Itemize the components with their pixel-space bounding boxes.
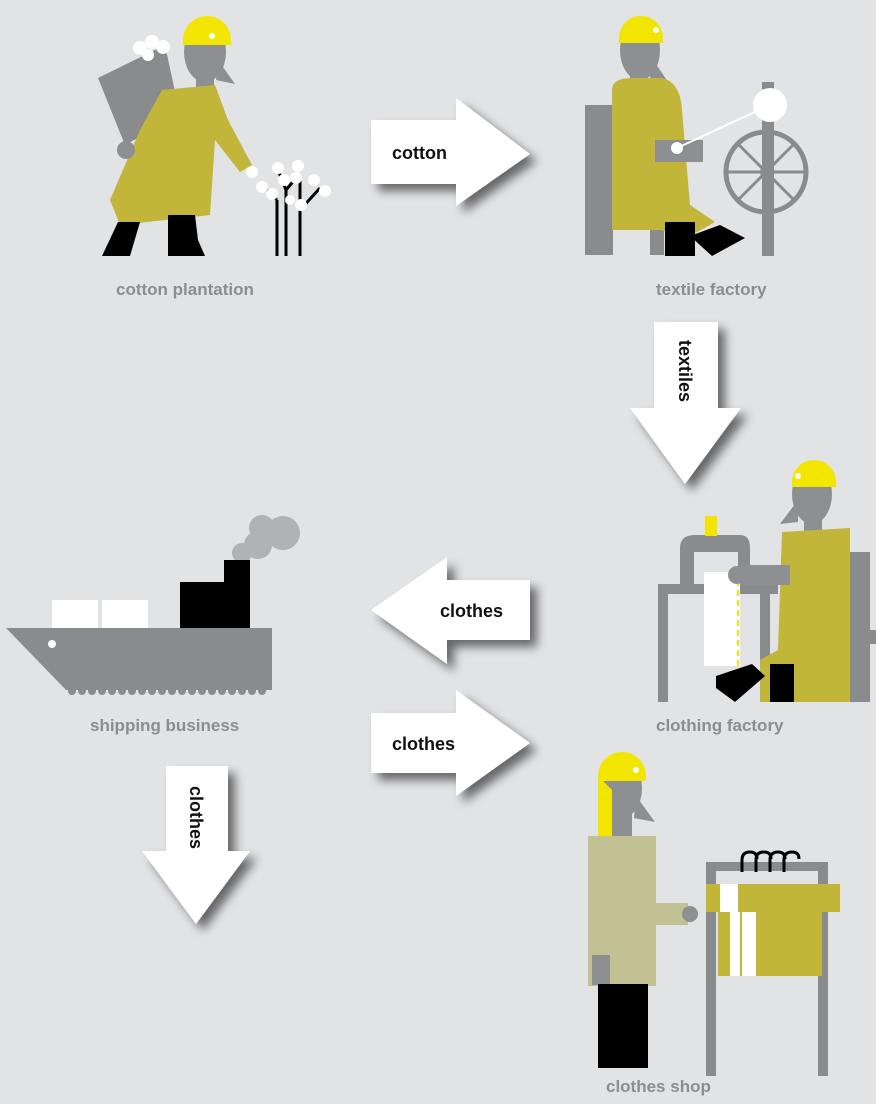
flow-label-textiles: textiles [674, 340, 695, 402]
cotton-bolls [256, 160, 331, 211]
shop-clerk-icon [588, 752, 698, 1068]
flow-label-cotton: cotton [392, 143, 447, 164]
spinning-wheel-icon [585, 16, 806, 256]
sewing-machine-icon [658, 460, 876, 702]
clothes-rack-icon [706, 852, 840, 1076]
cargo-ship-icon [6, 515, 300, 695]
stage-label-clothes-shop: clothes shop [606, 1077, 711, 1097]
flow-label-clothes-to-shop: clothes [392, 734, 455, 755]
stage-label-shipping-business: shipping business [90, 716, 239, 736]
cotton-picker-icon [98, 16, 258, 256]
flow-label-clothes-down: clothes [185, 786, 206, 849]
flow-label-clothes-to-shipping: clothes [440, 601, 503, 622]
stage-label-cotton-plantation: cotton plantation [116, 280, 254, 300]
stage-label-clothing-factory: clothing factory [656, 716, 784, 736]
stage-label-textile-factory: textile factory [656, 280, 767, 300]
